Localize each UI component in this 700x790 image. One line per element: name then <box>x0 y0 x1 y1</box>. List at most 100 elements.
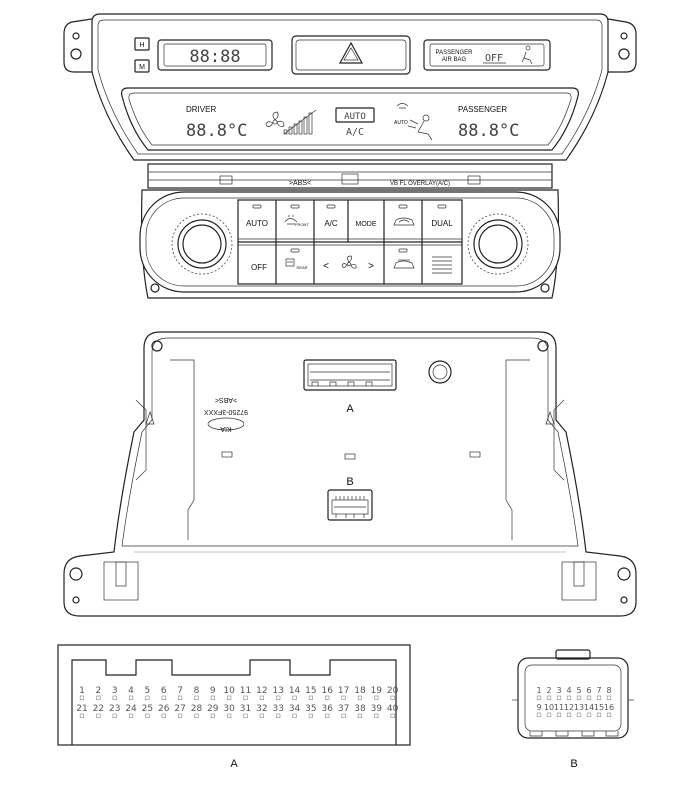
pin-terminal <box>390 713 395 718</box>
pin-number: 25 <box>142 704 153 714</box>
pin-number: 31 <box>240 704 251 714</box>
pin-terminal <box>161 713 166 718</box>
pin-terminal <box>308 713 314 718</box>
mirrored-part-number: 97250-3FXXX <box>204 408 248 415</box>
pin-terminal <box>243 713 248 718</box>
pin-number: 21 <box>76 704 87 714</box>
passenger-temp-knob[interactable] <box>467 213 529 275</box>
fresh-air-button[interactable] <box>393 259 415 269</box>
pin-terminal <box>96 713 101 718</box>
rear-housing: A >ABS< 97250-3FXXX KIA B <box>63 331 637 617</box>
pin-terminal <box>210 713 215 718</box>
pin-terminal <box>210 695 215 700</box>
fan-up-button[interactable]: > <box>368 261 374 272</box>
ac-button[interactable]: A/C <box>324 219 338 228</box>
pin-number: 36 <box>322 704 334 714</box>
pin-number: 3 <box>112 686 118 696</box>
pin-number: 32 <box>256 704 267 714</box>
ac-display: A/C <box>346 127 364 138</box>
rear-defrost-button[interactable]: REAR <box>285 258 308 270</box>
pin-number: 38 <box>354 704 366 714</box>
pin-number: 24 <box>125 704 137 714</box>
pin-terminal <box>596 695 602 700</box>
mode-button[interactable]: MODE <box>356 221 377 228</box>
pin-terminal <box>546 695 552 700</box>
pin-terminal <box>325 695 330 700</box>
auto-button[interactable]: AUTO <box>246 219 268 228</box>
driver-temp-display: 88.8°C <box>186 121 247 141</box>
climate-control-panel: AUTO FRONT A/C MODE DUAL OFF REAR < > <box>139 189 561 299</box>
pin-terminal <box>178 695 183 700</box>
pin-number: 33 <box>272 704 283 714</box>
recirculation-button[interactable] <box>393 217 415 226</box>
pin-number: 29 <box>207 704 219 714</box>
pin-number: 23 <box>109 704 120 714</box>
passenger-temp-display: 88.8°C <box>458 121 519 141</box>
pin-number: 12 <box>564 703 574 712</box>
fan-icon-display <box>265 111 285 128</box>
fan-down-button[interactable]: < <box>323 261 329 272</box>
pin-number: 26 <box>158 704 170 714</box>
pin-terminal <box>227 695 232 700</box>
overlay-strip: >ABS< VB FL OVERLAY(A/C) <box>147 163 553 189</box>
pin-terminal <box>194 695 199 700</box>
pin-terminal <box>161 695 166 700</box>
kia-logo-text: KIA <box>220 425 232 432</box>
pin-number: 3 <box>556 686 561 695</box>
front-display-panel: H M 88:88 PASSENGER AIR BAG OFF DRIVER 8… <box>63 13 637 161</box>
front-defrost-label: FRONT <box>295 222 309 227</box>
strip-overlay-text: VB FL OVERLAY(A/C) <box>390 181 450 187</box>
pin-terminal <box>79 695 85 700</box>
pin-number: 13 <box>272 686 283 696</box>
clock-display: 88:88 <box>189 47 240 67</box>
pin-terminal <box>259 695 264 700</box>
seated-passenger-icon <box>521 45 533 65</box>
pin-terminal <box>145 695 150 700</box>
pin-terminal <box>586 712 592 717</box>
pin-terminal <box>341 695 346 700</box>
pin-number: 39 <box>371 704 383 714</box>
pin-terminal <box>227 713 232 718</box>
pin-terminal <box>325 713 330 718</box>
pin-terminal <box>96 695 101 700</box>
pin-terminal <box>276 695 281 700</box>
pin-number: 4 <box>128 686 134 696</box>
pin-terminal <box>194 713 199 718</box>
pin-terminal <box>357 713 363 718</box>
pin-number: 13 <box>574 703 584 712</box>
pin-number: 4 <box>566 686 571 695</box>
pin-number: 16 <box>604 703 614 712</box>
pin-number: 17 <box>338 686 349 696</box>
pin-number: 10 <box>223 686 235 696</box>
pin-number: 34 <box>289 704 301 714</box>
passenger-label: PASSENGER <box>458 105 507 114</box>
socket-b-label: B <box>346 476 353 488</box>
front-defrost-button[interactable]: FRONT <box>284 215 309 227</box>
dual-button[interactable]: DUAL <box>431 219 453 228</box>
pin-number: 28 <box>191 704 203 714</box>
pin-terminal <box>341 713 346 718</box>
pin-terminal <box>145 713 150 718</box>
pin-number: 15 <box>305 686 316 696</box>
pin-terminal <box>292 695 297 700</box>
pin-number: 35 <box>305 704 316 714</box>
pin-number: 37 <box>338 704 349 714</box>
pin-number: 5 <box>576 686 581 695</box>
pin-terminal <box>576 695 582 700</box>
driver-temp-knob[interactable] <box>171 213 233 275</box>
pin-terminal <box>243 695 248 700</box>
pin-number: 9 <box>210 686 216 696</box>
pin-terminal <box>259 713 264 718</box>
off-button[interactable]: OFF <box>251 263 267 272</box>
pin-terminal <box>79 713 85 718</box>
pin-number: 30 <box>223 704 235 714</box>
pin-terminal <box>556 712 562 717</box>
driver-label: DRIVER <box>186 105 216 114</box>
connector-b-label: B <box>570 758 577 770</box>
pin-number: 1 <box>536 686 541 695</box>
strip-abs-mark: >ABS< <box>289 180 311 187</box>
socket-a <box>303 359 397 391</box>
